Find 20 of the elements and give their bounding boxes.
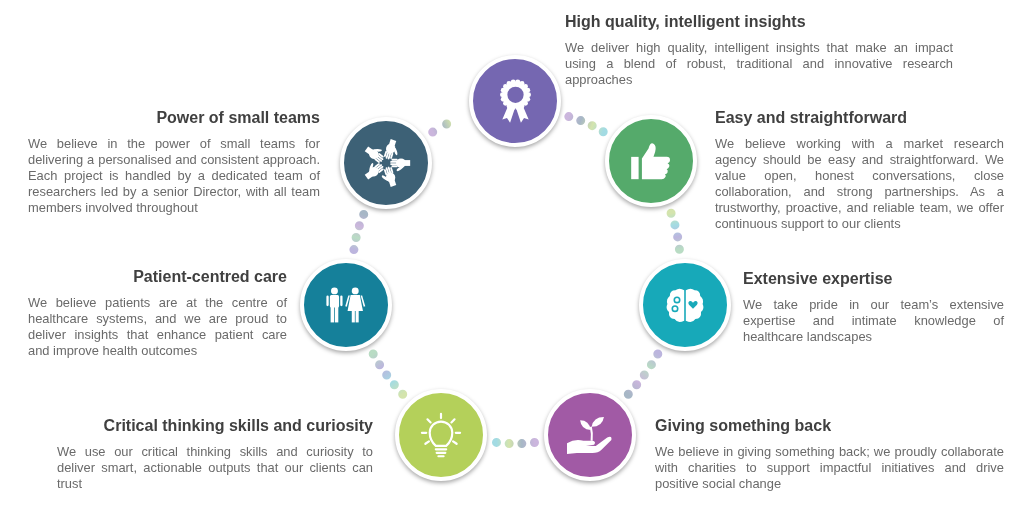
dotted-connector [349, 209, 369, 255]
dotted-connector [368, 349, 408, 399]
description: We use our critical thinking skills and curiosity to deliver smart, actionable outputs that our clients can trust [57, 444, 373, 492]
description: We believe patients are at the centre of healthcare systems, and we are proud to deliver insights that enhance patient care and improve health outcomes [28, 295, 287, 359]
description: We believe in the power of small teams for delivering a personalised and consistent approach. Each project is handled by a dedicated team of researchers led by a senior Director, with all team members involved throughout [28, 136, 320, 216]
dotted-connector [623, 349, 663, 399]
heading: Power of small teams [156, 108, 320, 128]
heading: Extensive expertise [743, 269, 893, 289]
heading: Easy and straightforward [715, 108, 908, 128]
description: We believe in giving something back; we proudly collaborate with charities to support impactful initiatives and drive positive social change [655, 444, 1004, 492]
heading: High quality, intelligent insights [565, 12, 806, 32]
heading: Critical thinking skills and curiosity [103, 416, 373, 436]
description: We take pride in our team’s extensive expertise and intimate knowledge of healthcare landscapes [743, 297, 1004, 345]
description: We deliver high quality, intelligent insights that make an impact using a blend of robust, traditional and innovative research approaches [565, 40, 953, 88]
dotted-connector [564, 112, 608, 137]
heading: Giving something back [655, 416, 832, 436]
description: We believe working with a market research agency should be easy and straightforward. We value open, honest conversations, close collaboration, and strong partnerships. As a trustworthy, proactive, and reliable team, we offer continuous support to our clients [715, 136, 1004, 232]
dotted-connector [666, 208, 684, 254]
heading: Patient-centred care [133, 267, 287, 287]
dotted-connector [492, 437, 539, 449]
